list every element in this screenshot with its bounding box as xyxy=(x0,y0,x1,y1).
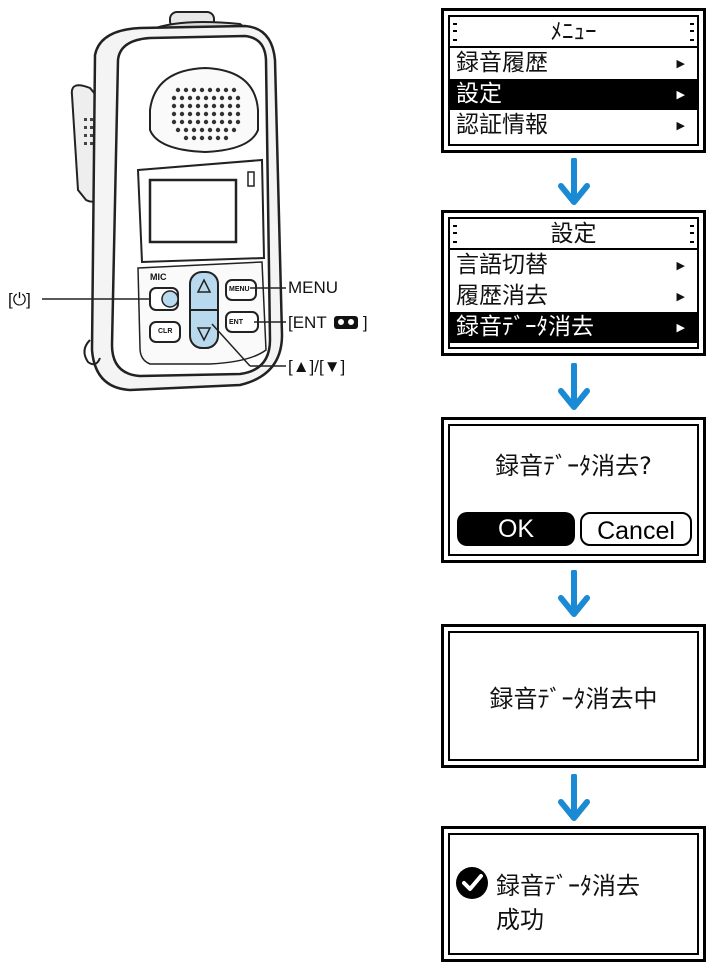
success-screen-frame xyxy=(448,833,699,955)
scroll-bar-right-icon xyxy=(690,225,694,243)
submenu-arrow-icon: ▶ xyxy=(676,88,685,101)
check-circle-icon xyxy=(456,867,488,899)
power-callout: [⏻] xyxy=(8,290,31,309)
flow-arrow-down-icon xyxy=(558,570,590,617)
success-line2: 成功 xyxy=(496,906,544,934)
settings-title-text: 設定 xyxy=(550,221,597,247)
ent-key-label: ENT xyxy=(229,319,243,326)
enter-callout-close: ] xyxy=(362,313,368,332)
menu-item-label: 認証情報 xyxy=(456,112,548,138)
menu-item-recording-history[interactable]: 録音履歴 ▶ xyxy=(450,48,697,79)
menu-screen: ﾒﾆｭｰ 録音履歴 ▶ 設定 ▶ 認証情報 ▶ xyxy=(441,8,706,153)
menu-item-label: 設定 xyxy=(456,81,502,107)
flow-arrow-down-icon xyxy=(558,158,590,205)
enter-callout-text: [ENT xyxy=(288,313,327,332)
transceiver-device-illustration xyxy=(42,11,286,392)
flow-arrow-down-icon xyxy=(558,774,590,821)
ok-button[interactable]: OK xyxy=(457,512,575,546)
submenu-arrow-icon: ▶ xyxy=(676,290,685,303)
cassette-icon xyxy=(334,316,359,329)
menu-key-label: MENU xyxy=(229,286,250,293)
menu-item-auth-info[interactable]: 認証情報 ▶ xyxy=(450,110,697,141)
mic-label: MIC xyxy=(150,272,167,282)
settings-screen: 設定 言語切替 ▶ 履歴消去 ▶ 録音ﾃﾞｰﾀ消去 ▶ xyxy=(441,210,706,356)
cancel-button[interactable]: Cancel xyxy=(580,512,692,546)
submenu-arrow-icon: ▶ xyxy=(676,119,685,132)
flow-arrow-down-icon xyxy=(558,363,590,410)
clr-key-label: CLR xyxy=(158,328,173,335)
confirm-dialog-frame xyxy=(448,424,699,556)
menu-screen-title: ﾒﾆｭｰ xyxy=(450,17,697,48)
deleting-message: 録音ﾃﾞｰﾀ消去中 xyxy=(489,685,658,713)
menu-item-label: 履歴消去 xyxy=(456,283,548,309)
menu-callout: MENU xyxy=(288,278,339,297)
submenu-arrow-icon: ▶ xyxy=(676,259,685,272)
settings-screen-frame: 設定 言語切替 ▶ 履歴消去 ▶ 録音ﾃﾞｰﾀ消去 ▶ xyxy=(448,217,699,349)
submenu-arrow-icon: ▶ xyxy=(676,321,685,334)
menu-title-text: ﾒﾆｭｰ xyxy=(550,19,597,45)
success-screen xyxy=(441,826,706,962)
menu-item-label: 言語切替 xyxy=(456,252,548,278)
updown-callout: [▲]/[▼] xyxy=(288,357,346,376)
deleting-screen xyxy=(441,624,706,768)
deleting-screen-frame xyxy=(448,631,699,761)
scroll-bar-left-icon xyxy=(453,225,457,243)
menu-item-label: 録音履歴 xyxy=(456,50,548,76)
enter-callout: [ENT ] xyxy=(288,313,368,333)
confirm-question: 録音ﾃﾞｰﾀ消去? xyxy=(495,452,652,480)
menu-item-clear-history[interactable]: 履歴消去 ▶ xyxy=(450,281,697,312)
menu-item-label: 録音ﾃﾞｰﾀ消去 xyxy=(456,314,594,340)
menu-item-language[interactable]: 言語切替 ▶ xyxy=(450,250,697,281)
scroll-bar-left-icon xyxy=(453,23,457,41)
submenu-arrow-icon: ▶ xyxy=(676,57,685,70)
menu-screen-frame: ﾒﾆｭｰ 録音履歴 ▶ 設定 ▶ 認証情報 ▶ xyxy=(448,15,699,146)
menu-item-delete-recording-data[interactable]: 録音ﾃﾞｰﾀ消去 ▶ xyxy=(450,312,697,343)
settings-screen-title: 設定 xyxy=(450,219,697,250)
menu-item-settings[interactable]: 設定 ▶ xyxy=(450,79,697,110)
success-line1: 録音ﾃﾞｰﾀ消去 xyxy=(496,872,640,900)
scroll-bar-right-icon xyxy=(690,23,694,41)
